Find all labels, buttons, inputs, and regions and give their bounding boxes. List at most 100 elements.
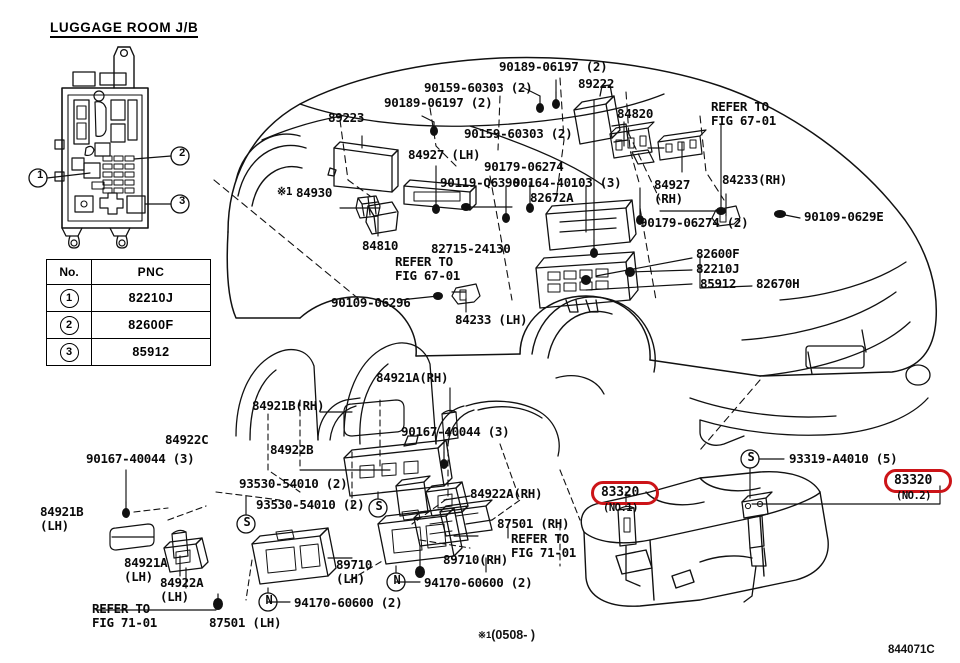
pnc-row-value: 85912 (91, 338, 211, 366)
luggage-junction-block-drawing (28, 46, 190, 249)
symbol-n-icon: N (265, 593, 273, 607)
label-89710-lh: 89710 (LH) (336, 557, 373, 586)
label-87501-lh: 87501 (LH) (209, 615, 282, 630)
label-89222: 89222 (578, 76, 615, 91)
pnc-row-value: 82600F (91, 311, 211, 339)
symbol-n-icon: N (393, 573, 401, 587)
label-90179-06274-b: 90179-06274 (2) (640, 215, 749, 230)
label-90109-06296: 90109-06296 (331, 295, 411, 310)
label-90167-40044-b: 90167-40044 (3) (401, 424, 510, 439)
label-84930-footnote-marker: ※1 (277, 185, 293, 198)
component-84921b-rh (343, 399, 405, 437)
label-84810: 84810 (362, 238, 399, 253)
label-84922a-rh: 84922A(RH) (470, 486, 543, 501)
footnote-marker: ※1 (478, 630, 492, 641)
footer-footnote: ※1(0508- ) (478, 628, 535, 642)
component-84922a-lh (163, 537, 209, 573)
label-93530-54010-b: 93530-54010 (2) (256, 497, 365, 512)
label-84820: 84820 (617, 106, 654, 121)
jb-callout-1: 1 (37, 169, 43, 181)
table-row: 2 82600F (46, 311, 211, 339)
label-84921b-lh: 84921B (LH) (40, 504, 84, 533)
jb-callout-2: 2 (179, 147, 185, 159)
component-89223 (327, 141, 399, 193)
label-83320-no1: 83320 (601, 485, 640, 500)
label-85912: 85912 (700, 276, 737, 291)
pnc-legend-table: No. PNC 1 82210J 2 82600F 3 85912 (46, 259, 211, 366)
component-82672a (545, 199, 637, 251)
label-90167-40044-a: 90167-40044 (3) (86, 451, 195, 466)
label-84930: 84930 (296, 185, 333, 200)
highlight-box-83320-no2 (884, 469, 952, 493)
label-refer-fig-71-01-right: REFER TO FIG 71-01 (511, 531, 577, 560)
drawing-number: 844071C (888, 644, 935, 656)
label-94170-60600-a: 94170-60600 (2) (294, 595, 403, 610)
component-84810 (365, 201, 399, 235)
label-90164-40103: 90164-40103 (3) (513, 175, 622, 190)
footnote-text: (0508- ) (491, 628, 536, 642)
component-84921a-rh (441, 409, 459, 441)
label-84927-rh: 84927 (RH) (654, 177, 691, 206)
symbol-s-icon: S (747, 450, 755, 464)
label-84922a-lh: 84922A (LH) (160, 575, 204, 604)
label-84233-lh: 84233 (LH) (455, 312, 528, 327)
component-89710-rh (377, 507, 463, 565)
component-84820 (609, 121, 655, 165)
component-84921b-lh (109, 523, 155, 551)
label-90179-06274-a: 90179-06274 (484, 159, 564, 174)
label-90189-06197-b: 90189-06197 (2) (384, 95, 493, 110)
label-83320-no2: 83320 (894, 473, 933, 488)
label-refer-fig-67-01-left: REFER TO FIG 67-01 (395, 254, 461, 283)
pnc-header-no: No. (46, 259, 92, 285)
pnc-row-value: 82210J (91, 284, 211, 312)
component-89710-lh (251, 527, 337, 585)
label-90109-06295: 90109-0629E (804, 209, 884, 224)
label-84922b: 84922B (270, 442, 314, 457)
label-82210j: 82210J (696, 261, 740, 276)
label-84927-lh: 84927 (LH) (408, 147, 481, 162)
label-refer-fig-67-01-right: REFER TO FIG 67-01 (711, 99, 777, 128)
seat-outlines (235, 342, 605, 457)
pnc-row-no: 1 (46, 284, 92, 312)
label-93319-a4010: 93319-A4010 (5) (789, 451, 898, 466)
luggage-jb-title: LUGGAGE ROOM J/B (50, 20, 199, 38)
leader-lines (95, 79, 941, 611)
component-84922c-84922b (343, 435, 453, 517)
label-90159-60303-a: 90159-60303 (2) (424, 80, 533, 95)
pnc-row-no: 2 (46, 311, 92, 339)
label-84922c: 84922C (165, 432, 209, 447)
label-89223: 89223 (328, 110, 365, 125)
label-84233-rh: 84233(RH) (722, 172, 788, 187)
component-89222 (573, 84, 629, 145)
label-82670h: 82670H (756, 276, 800, 291)
label-90119-q6390: 90119-Q6390 (440, 175, 520, 190)
label-84921a-rh: 84921A(RH) (376, 370, 449, 385)
pnc-header-pnc: PNC (91, 259, 211, 285)
label-84921b-rh: 84921B(RH) (252, 398, 325, 413)
label-87501-rh: 87501 (RH) (497, 516, 570, 531)
pnc-row-no: 3 (46, 338, 92, 366)
table-row: 1 82210J (46, 284, 211, 312)
label-83320-no2-suffix: (NO.2) (896, 490, 931, 502)
label-82600f: 82600F (696, 246, 740, 261)
component-82670h-jb (535, 251, 639, 313)
symbol-s-icon: S (243, 515, 251, 529)
label-82715-24130: 82715-24130 (431, 241, 511, 256)
label-83320-no1-suffix: (NO.1) (603, 502, 638, 514)
label-84921a-lh: 84921A (LH) (124, 555, 168, 584)
pnc-header-row: No. PNC (46, 259, 211, 285)
symbol-s-icon: S (375, 499, 383, 513)
fuel-sender-no2 (741, 491, 773, 603)
fastener-stems (433, 91, 722, 254)
label-90189-06197-a: 90189-06197 (2) (499, 59, 608, 74)
label-93530-54010-a: 93530-54010 (2) (239, 476, 348, 491)
component-84921a-lh (171, 529, 189, 559)
jb-callout-3: 3 (179, 195, 185, 207)
callout-circle-1: 1 (59, 288, 79, 308)
highlight-box-83320-no1 (591, 481, 659, 505)
callout-circle-2: 2 (59, 315, 79, 335)
label-82672a: 82672A (530, 190, 574, 205)
fuel-tank-drawing (580, 470, 829, 607)
label-90159-60303-b: 90159-60303 (2) (464, 126, 573, 141)
